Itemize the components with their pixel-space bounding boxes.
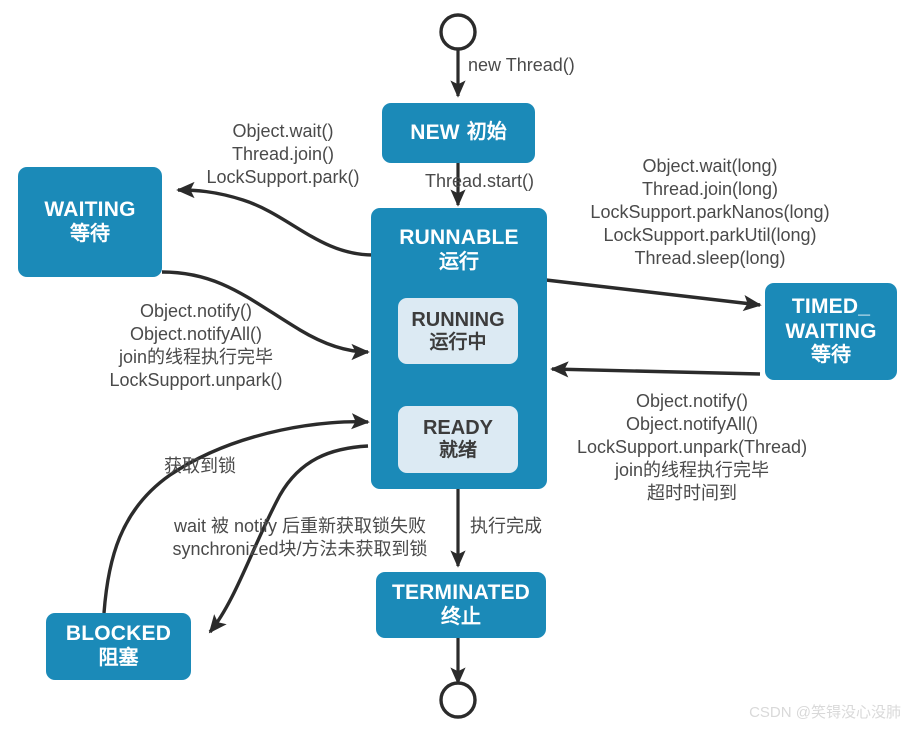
edge-label-new-thread: new Thread() xyxy=(468,55,575,75)
node-new-label-en: NEW xyxy=(410,120,460,144)
node-blocked-label-cn: 阻塞 xyxy=(98,647,139,670)
start-node-circle xyxy=(439,13,477,51)
node-timed-waiting[interactable]: TIMED_ WAITING 等待 xyxy=(765,283,897,380)
node-blocked[interactable]: BLOCKED 阻塞 xyxy=(46,613,191,680)
node-new-label-cn: 初始 xyxy=(466,121,507,144)
edge-label-to-timed-waiting: Object.wait(long) Thread.join(long) Lock… xyxy=(590,156,830,269)
edge-label-thread-start: Thread.start() xyxy=(425,171,535,191)
node-ready-label-cn: 就绪 xyxy=(438,440,477,462)
watermark: CSDN @笑锝没心没肺 xyxy=(749,704,901,721)
node-terminated[interactable]: TERMINATED 终止 xyxy=(376,572,546,638)
edge-label-got-lock: 获取到锁 xyxy=(164,456,236,476)
node-terminated-label-en: TERMINATED xyxy=(391,580,531,604)
node-runnable-label-cn: 运行 xyxy=(439,250,479,273)
node-terminated-label-cn: 终止 xyxy=(441,605,481,628)
edge-blocked-to-ready xyxy=(102,413,370,614)
edge-label-from-timed-waiting: Object.notify() Object.notifyAll() LockS… xyxy=(576,391,808,504)
node-timed-waiting-label-en: TIMED_ xyxy=(791,294,871,318)
edge-runnable-to-timed-waiting xyxy=(545,278,762,312)
node-running[interactable]: RUNNING 运行中 xyxy=(398,298,518,364)
edge-label-from-waiting: Object.notify() Object.notifyAll() join的… xyxy=(109,301,283,391)
edge-label-to-waiting: Object.wait() Thread.join() LockSupport.… xyxy=(206,121,360,188)
node-timed-waiting-label-cn: 等待 xyxy=(811,344,851,367)
node-waiting-label-en: WAITING xyxy=(44,197,136,221)
node-ready[interactable]: READY 就绪 xyxy=(398,406,518,473)
node-running-label-cn: 运行中 xyxy=(429,331,487,353)
edge-label-finish: 执行完成 xyxy=(470,516,542,536)
node-timed-waiting-label-en2: WAITING xyxy=(785,319,877,343)
node-waiting[interactable]: WAITING 等待 xyxy=(18,167,162,277)
edge-timed-waiting-to-runnable xyxy=(550,361,761,378)
edge-ready-to-blocked xyxy=(208,444,369,634)
node-ready-label-en: READY xyxy=(422,417,493,440)
node-running-label-en: RUNNING xyxy=(411,308,505,331)
edge-label-to-blocked: wait 被 notify 后重新获取锁失败 synchronized块/方法未… xyxy=(172,516,428,560)
edge-waiting-to-runnable xyxy=(161,270,370,361)
node-runnable-label-en: RUNNABLE xyxy=(399,226,519,249)
edge-runnable-to-waiting xyxy=(176,181,374,257)
node-waiting-label-cn: 等待 xyxy=(70,222,110,245)
end-node-circle xyxy=(439,681,477,719)
node-blocked-label-en: BLOCKED xyxy=(65,622,172,646)
node-new[interactable]: NEW 初始 xyxy=(382,103,535,163)
